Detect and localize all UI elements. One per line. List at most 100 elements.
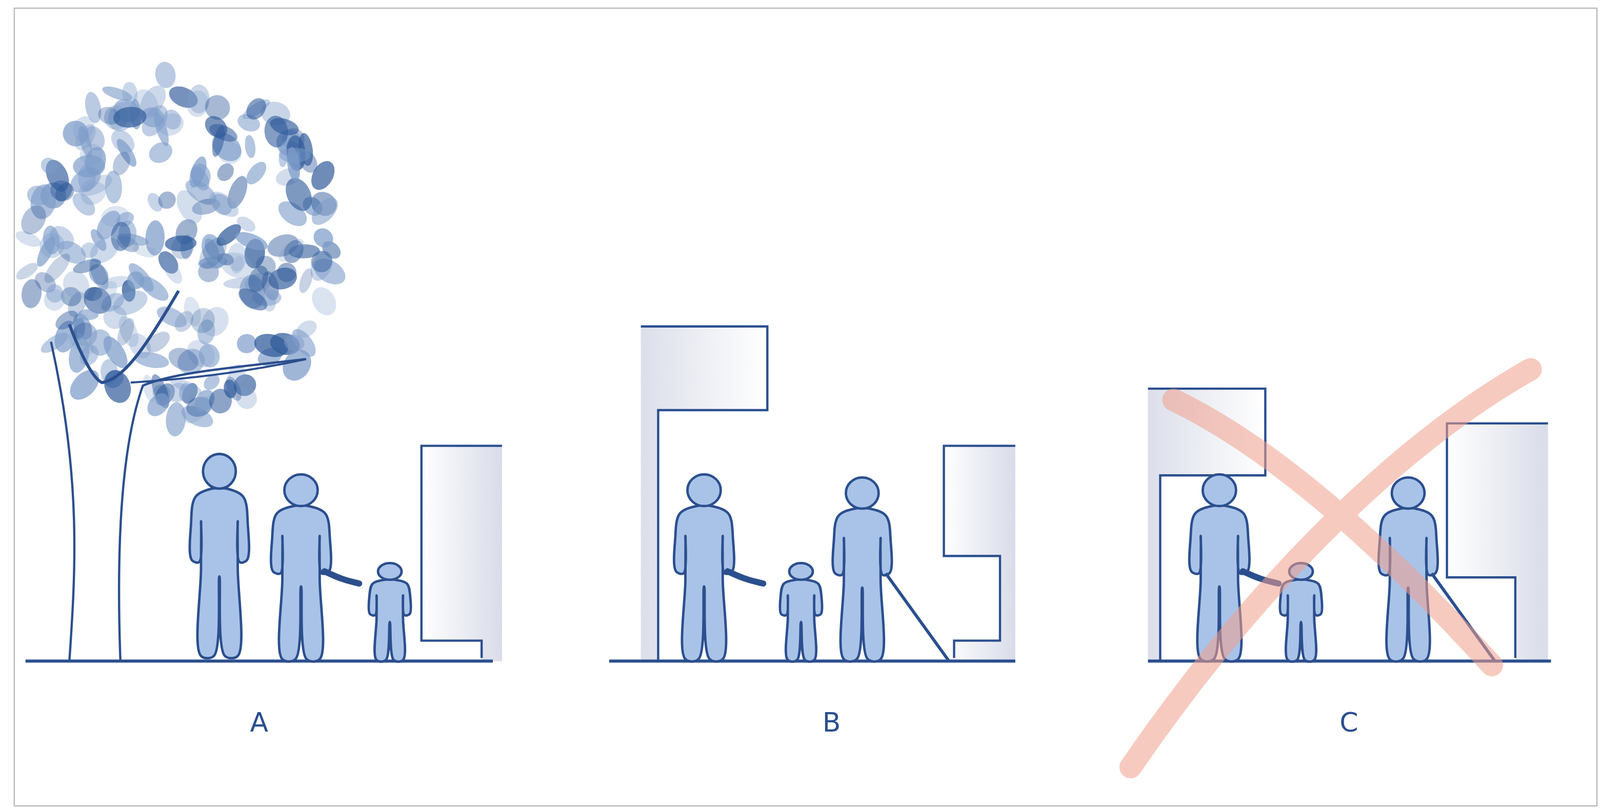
leaf (274, 234, 308, 266)
leaf (222, 374, 245, 404)
leaf (82, 144, 110, 178)
leaf (213, 160, 238, 185)
leaf (131, 242, 159, 260)
tree-trunk (50, 342, 75, 662)
leaf (71, 121, 100, 154)
leaf (127, 271, 145, 290)
person-figure (368, 563, 411, 662)
leaf (154, 188, 180, 213)
leaf (84, 260, 113, 290)
leaf (75, 170, 116, 201)
leaf (109, 285, 152, 320)
leaf (37, 328, 72, 357)
frame (14, 8, 1597, 807)
leaf (45, 283, 65, 304)
leaf (309, 224, 337, 252)
leaf (48, 178, 76, 203)
held-hands (324, 571, 360, 584)
leaf (296, 266, 315, 295)
leaf (158, 254, 186, 287)
person-head (845, 477, 879, 509)
leaf (20, 277, 44, 310)
leaf (307, 283, 342, 320)
person-body (832, 508, 892, 663)
leaf (267, 114, 301, 139)
leaf (306, 246, 337, 277)
leaf (266, 264, 300, 293)
panel-label: B (822, 709, 842, 736)
cross-mark (1130, 369, 1531, 768)
leaf (110, 221, 132, 252)
person-body (368, 579, 411, 663)
building-outline (944, 446, 1016, 659)
leaf (278, 147, 311, 164)
person-body (270, 505, 331, 663)
leaf (186, 303, 220, 338)
tree-foliage (13, 60, 351, 438)
leaf (276, 344, 317, 387)
leaf (165, 343, 203, 375)
person-body (780, 579, 823, 663)
leaf (293, 316, 320, 342)
leaf (164, 234, 197, 253)
leaf (205, 186, 244, 223)
person-figure (270, 474, 331, 662)
building (421, 446, 503, 662)
person-head (377, 563, 402, 580)
person-head (687, 474, 721, 507)
cross-stroke (1130, 369, 1531, 768)
person-figure (673, 474, 734, 662)
leaf (187, 163, 214, 194)
building (641, 326, 768, 662)
white-cane (885, 573, 949, 662)
leaf (77, 309, 99, 321)
leaf (242, 94, 270, 124)
ground-line (25, 659, 493, 663)
leaf (121, 81, 139, 106)
leaf (242, 158, 271, 189)
leaf (37, 154, 60, 177)
leaf (171, 185, 208, 228)
person-body (673, 505, 734, 663)
panel-a (13, 60, 503, 662)
leaf (306, 193, 343, 230)
leaf (163, 378, 192, 407)
person-body (1280, 579, 1323, 663)
building-outline (641, 326, 768, 662)
leaf (40, 249, 75, 287)
leaf (243, 134, 257, 159)
person-head (1391, 477, 1425, 509)
person-head (1202, 474, 1236, 507)
person-head (789, 563, 813, 580)
leaf (209, 124, 228, 158)
tree-trunk (118, 358, 307, 662)
leaf (153, 60, 178, 90)
person-head (203, 454, 236, 490)
person-figure (189, 454, 250, 659)
building (944, 446, 1016, 662)
person-figure (832, 477, 892, 662)
leaf (145, 138, 176, 168)
leaf (280, 173, 317, 216)
panel-label: C (1339, 709, 1358, 736)
leaf (164, 401, 188, 438)
building-outline (421, 446, 503, 659)
tree-branch (130, 358, 307, 383)
leaf (195, 341, 223, 371)
person-head (284, 474, 318, 507)
panel-label: A (250, 709, 269, 736)
leaf (100, 366, 136, 408)
leaf (227, 242, 248, 272)
leaf (112, 105, 148, 129)
leaf (64, 364, 106, 406)
leaf (154, 109, 188, 140)
leaf (16, 201, 52, 239)
leaf (200, 90, 235, 125)
leaf (87, 226, 110, 254)
person-figure (780, 563, 823, 662)
person-body (189, 487, 250, 658)
tree-branch (69, 290, 179, 383)
held-hands (727, 571, 764, 584)
